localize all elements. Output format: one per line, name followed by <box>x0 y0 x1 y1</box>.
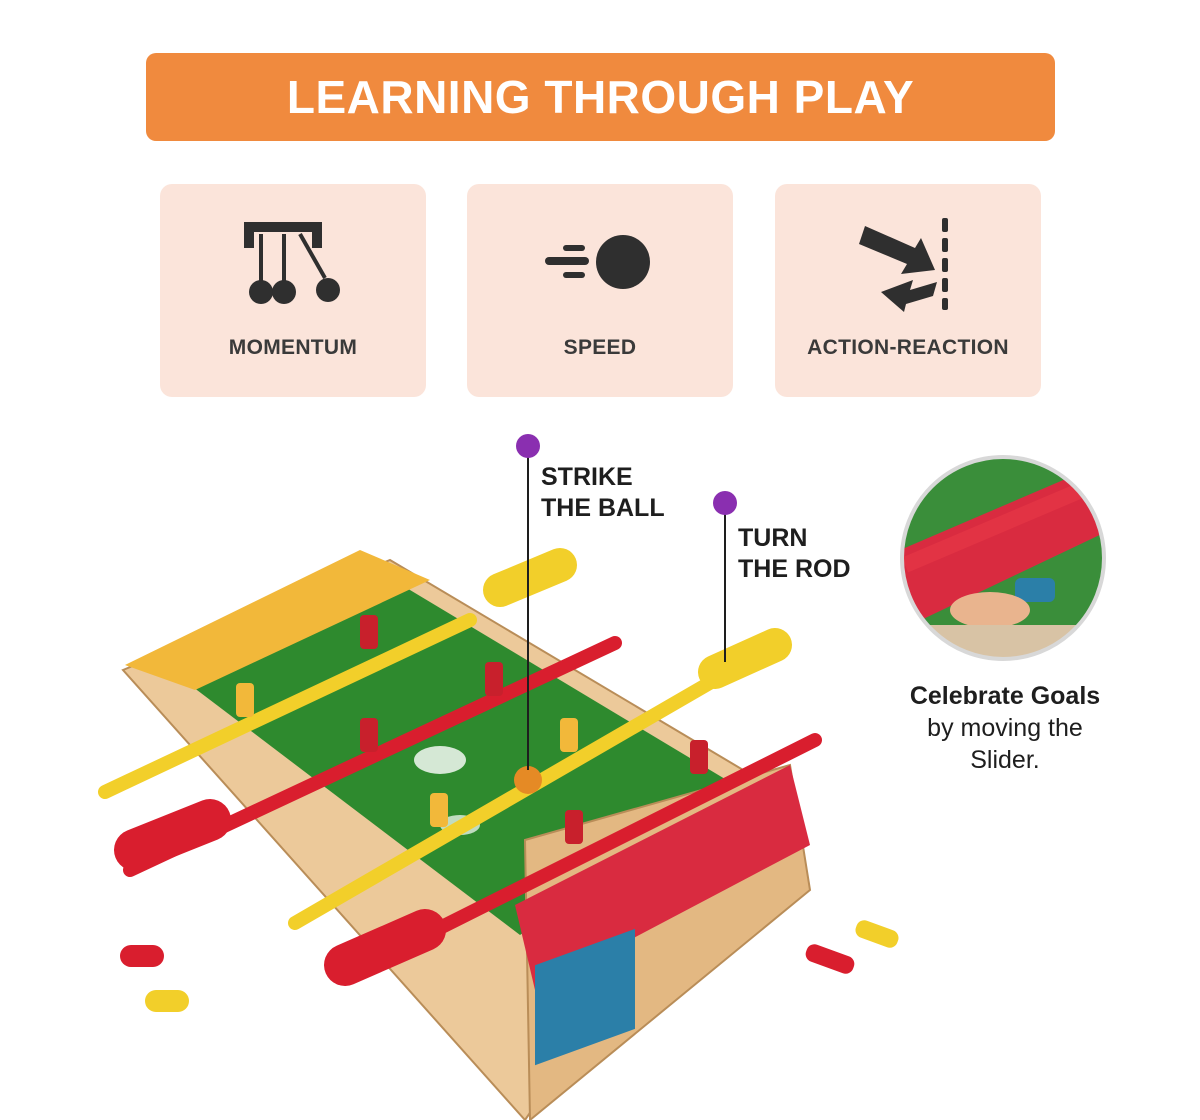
slider-caption-headline: Celebrate Goals <box>909 682 1101 710</box>
moving-ball-icon <box>545 235 650 289</box>
concept-card-speed: SPEED <box>467 184 733 397</box>
concept-label-action-reaction: ACTION-REACTION <box>807 336 1009 359</box>
callout-turn-the-rod: TURN THE ROD <box>738 523 851 585</box>
callout-strike-line2: THE BALL <box>541 494 665 522</box>
action-reaction-arrows-icon <box>859 218 948 312</box>
title-banner: LEARNING THROUGH PLAY <box>146 53 1055 141</box>
slider-caption-line3: Slider. <box>970 746 1040 774</box>
callout-dot-turn <box>713 491 737 515</box>
slider-caption: Celebrate Goals by moving the Slider. <box>880 680 1130 776</box>
banner-title: LEARNING THROUGH PLAY <box>286 71 915 123</box>
callout-strike-line1: STRIKE <box>541 463 633 491</box>
foosball-table-illustration <box>98 434 1106 1120</box>
concept-label-momentum: MOMENTUM <box>228 336 358 359</box>
concept-card-action-reaction: ACTION-REACTION <box>775 184 1041 397</box>
callout-strike-the-ball: STRIKE THE BALL <box>541 462 665 524</box>
callout-turn-line2: THE ROD <box>738 555 851 583</box>
concept-label-speed: SPEED <box>563 336 637 359</box>
slider-caption-line2: by moving the <box>927 714 1083 742</box>
callout-dot-strike <box>516 434 540 458</box>
callout-turn-line1: TURN <box>738 524 808 552</box>
newtons-cradle-icon <box>244 222 340 304</box>
concept-card-momentum: MOMENTUM <box>160 184 426 397</box>
